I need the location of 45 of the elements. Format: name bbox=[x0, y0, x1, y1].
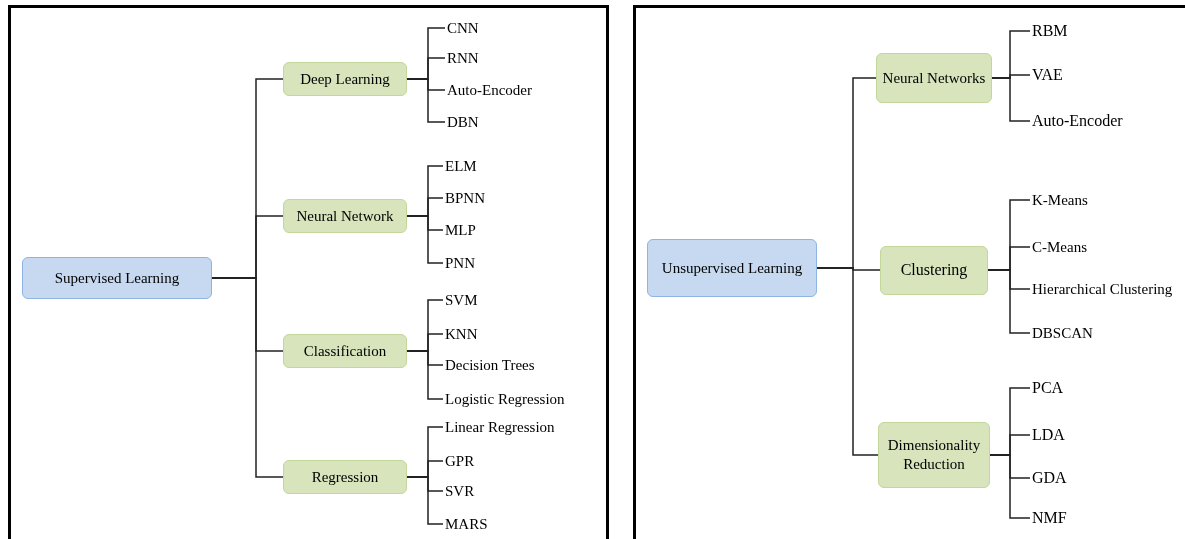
connector-line bbox=[987, 269, 1031, 334]
category-box: Dimensionality Reduction bbox=[878, 422, 990, 488]
category-box: Neural Network bbox=[283, 199, 407, 233]
leaf-label: BPNN bbox=[443, 187, 485, 209]
leaf-label: DBSCAN bbox=[1030, 322, 1093, 344]
leaf-label: RNN bbox=[445, 47, 479, 69]
leaf-label: Auto-Encoder bbox=[1030, 110, 1123, 132]
leaf-label: MLP bbox=[443, 219, 476, 241]
leaf-label: Logistic Regression bbox=[443, 388, 565, 410]
connector-line bbox=[211, 277, 284, 478]
connector-line bbox=[406, 350, 444, 400]
leaf-label: Linear Regression bbox=[443, 416, 555, 438]
leaf-label: MARS bbox=[443, 513, 488, 535]
leaf-label: K-Means bbox=[1030, 189, 1088, 211]
connector-line bbox=[991, 77, 1031, 122]
connector-line bbox=[989, 454, 1031, 519]
leaf-label: SVM bbox=[443, 289, 478, 311]
leaf-label: CNN bbox=[445, 17, 479, 39]
connector-line bbox=[406, 78, 446, 123]
leaf-label: GDA bbox=[1030, 467, 1067, 489]
connector-line bbox=[406, 215, 444, 264]
category-box: Neural Networks bbox=[876, 53, 992, 103]
leaf-label: Hierarchical Clustering bbox=[1030, 278, 1173, 300]
leaf-label: KNN bbox=[443, 323, 478, 345]
leaf-label: GPR bbox=[443, 450, 475, 472]
leaf-label: LDA bbox=[1030, 424, 1065, 446]
category-box: Clustering bbox=[880, 245, 988, 295]
leaf-label: Decision Trees bbox=[443, 354, 535, 376]
leaf-label: VAE bbox=[1030, 64, 1063, 86]
leaf-label: PCA bbox=[1030, 377, 1064, 399]
category-box: Regression bbox=[283, 460, 407, 494]
leaf-label: SVR bbox=[443, 480, 475, 502]
leaf-label: Auto-Encoder bbox=[445, 79, 532, 101]
connector-line bbox=[406, 476, 444, 525]
category-box: Deep Learning bbox=[283, 62, 407, 96]
root-box: Unsupervised Learning bbox=[647, 239, 817, 297]
leaf-label: PNN bbox=[443, 252, 475, 274]
root-box: Supervised Learning bbox=[22, 257, 212, 299]
leaf-label: C-Means bbox=[1030, 236, 1087, 258]
leaf-label: ELM bbox=[443, 155, 477, 177]
category-box: Classification bbox=[283, 334, 407, 368]
leaf-label: RBM bbox=[1030, 20, 1068, 42]
leaf-label: NMF bbox=[1030, 507, 1067, 529]
leaf-label: DBN bbox=[445, 111, 479, 133]
connector-line bbox=[816, 267, 879, 456]
